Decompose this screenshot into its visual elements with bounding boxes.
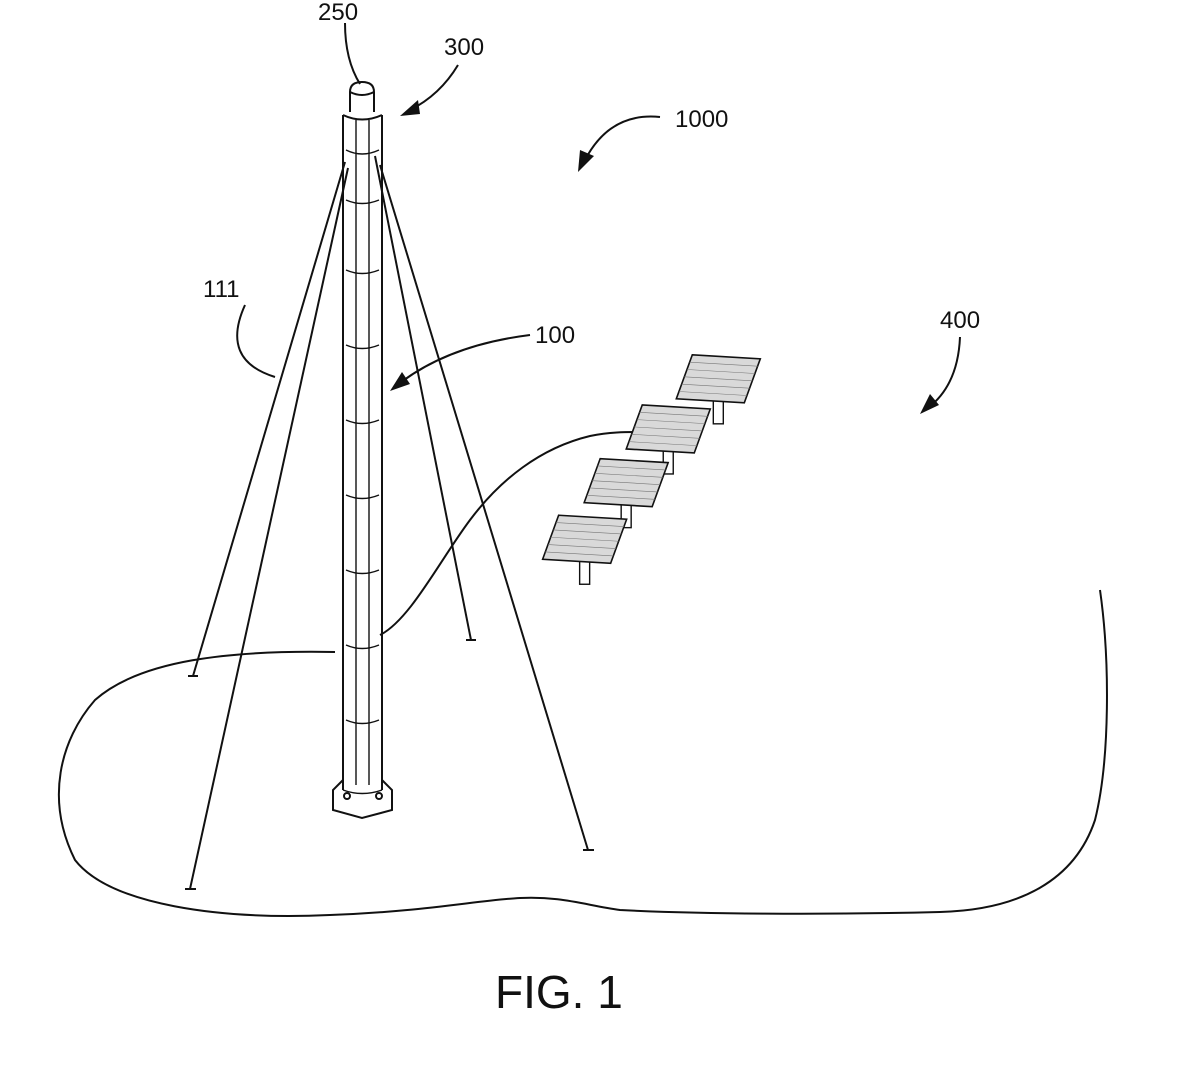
guy-wires bbox=[185, 156, 594, 889]
label-300: 300 bbox=[444, 34, 484, 61]
leader-lines bbox=[237, 23, 960, 414]
label-100: 100 bbox=[535, 322, 575, 349]
label-111: 111 bbox=[203, 276, 239, 303]
label-250: 250 bbox=[318, 0, 358, 26]
ground-outline bbox=[59, 590, 1107, 916]
tower bbox=[343, 115, 382, 790]
label-1000: 1000 bbox=[675, 106, 728, 133]
heliostat-field bbox=[543, 355, 761, 584]
label-400: 400 bbox=[940, 307, 980, 334]
heliostat bbox=[543, 515, 627, 584]
figure-caption: FIG. 1 bbox=[495, 966, 623, 1018]
tower-base bbox=[333, 780, 392, 818]
receiver-cap bbox=[350, 82, 374, 112]
